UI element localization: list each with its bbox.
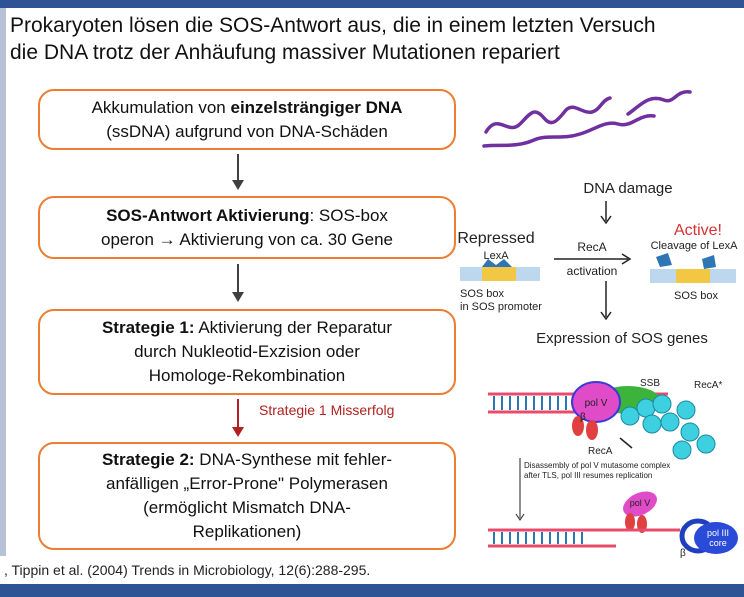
box2-text-bold: SOS-Antwort Aktivierung: [106, 205, 310, 225]
cleavage-label: Cleavage of LexA: [651, 240, 738, 252]
pol-iii-label-2: core: [709, 538, 727, 548]
sos-box-left: [482, 267, 516, 281]
box1-text-bold: einzelsträngiger DNA: [230, 97, 403, 117]
slide-title: Prokaryoten lösen die SOS-Antwort aus, d…: [10, 12, 740, 66]
lexa-dimer: [482, 259, 512, 267]
box4-text-line3: (ermöglicht Mismatch DNA-: [143, 498, 351, 517]
flow-box-sos-activation: SOS-Antwort Aktivierung: SOS-box operon …: [38, 196, 456, 259]
beta-label-2: β: [680, 548, 686, 558]
lexa-reca-diagram: DNA damage Repressed LexA SOS box in SOS…: [458, 180, 738, 347]
box1-text-line2: (ssDNA) aufgrund von DNA-Schäden: [106, 121, 388, 141]
expression-label: Expression of SOS genes: [536, 330, 708, 347]
reca-red-3: [625, 513, 635, 531]
pol-v-released: [623, 491, 657, 517]
flow-box-strategy-1: Strategie 1: Aktivierung der Reparatur d…: [38, 309, 456, 395]
pol-v-label: pol V: [585, 398, 608, 409]
repressed-label: Repressed: [458, 230, 535, 247]
ssdna-illustration: [482, 90, 692, 148]
ssb-label: SSB: [640, 378, 660, 389]
reca-red-2: [586, 420, 598, 440]
ssb-spheres: [620, 394, 716, 460]
title-line-1: Prokaryoten lösen die SOS-Antwort aus, d…: [10, 14, 656, 37]
sos-promoter-label: in SOS promoter: [460, 301, 542, 313]
pol-v-released-label: pol V: [630, 498, 651, 508]
disassembly-line-1: Disassembly of pol V mutasome complex: [524, 461, 670, 470]
sos-box-left-label: SOS box: [460, 288, 505, 300]
pol-iii-label-1: pol III: [707, 528, 729, 538]
sos-box-right: [676, 269, 710, 283]
activation-label: activation: [567, 264, 618, 278]
strategy-1-failure-label: Strategie 1 Misserfolg: [259, 402, 395, 418]
lexa-fragment-2: [702, 255, 716, 269]
box4-text-line4: Replikationen): [192, 522, 302, 541]
flow-arrowhead-2: [232, 292, 244, 302]
box4-text-rest: DNA-Synthese mit fehler-: [194, 450, 393, 469]
box2-text-line2: operon → Aktivierung von ca. 30 Gene: [100, 229, 393, 249]
reca-label: RecA: [577, 240, 606, 254]
reca-red-1: [572, 416, 584, 436]
flow-arrow-2: [237, 264, 239, 292]
flow-box-strategy-2: Strategie 2: DNA-Synthese mit fehler- an…: [38, 442, 456, 550]
box2-text-rest: : SOS-box: [309, 205, 388, 225]
flow-box-ssdna: Akkumulation von einzelsträngiger DNA (s…: [38, 89, 456, 150]
dna-rungs-top: [493, 396, 575, 410]
top-accent-bar: [0, 0, 744, 8]
lexa-fragment-1: [656, 253, 672, 267]
title-line-2: die DNA trotz der Anhäufung massiver Mut…: [10, 41, 560, 64]
flow-arrow-fail: [237, 399, 239, 427]
left-divider: [0, 8, 6, 556]
reca-small-label: RecA: [588, 446, 613, 457]
lexa-label: LexA: [483, 250, 509, 262]
flow-arrowhead-fail: [232, 427, 244, 437]
dna-damage-label: DNA damage: [583, 180, 672, 197]
box3-text-line3: Homologe-Rekombination: [148, 366, 346, 385]
active-label: Active!: [674, 222, 722, 239]
box3-text-bold: Strategie 1:: [101, 318, 195, 337]
flow-arrow-1: [237, 154, 239, 180]
beta-label: β: [580, 412, 586, 423]
reca-star-label: RecA*: [694, 380, 722, 391]
pol-iii-core: [694, 522, 738, 554]
box4-text-line2: anfälligen „Error-Prone" Polymerasen: [106, 474, 388, 493]
pol-v-mutasome-diagram: pol V SSB RecA* β RecA Disassembly of po…: [488, 378, 738, 558]
box4-text-bold: Strategie 2:: [101, 450, 195, 469]
dna-rungs-bottom: [493, 532, 583, 544]
citation: , Tippin et al. (2004) Trends in Microbi…: [4, 562, 371, 578]
disassembly-line-2: after TLS, pol III resumes replication: [524, 471, 652, 480]
box1-text-pre: Akkumulation von: [91, 97, 231, 117]
sos-box-right-label: SOS box: [674, 290, 719, 302]
box3-text-line2: durch Nukleotid-Exzision oder: [134, 342, 360, 361]
bottom-accent-bar: [0, 584, 744, 597]
flow-arrowhead-1: [232, 180, 244, 190]
pol-v-blob: [571, 381, 621, 423]
box3-text-rest: Aktivierung der Reparatur: [194, 318, 393, 337]
